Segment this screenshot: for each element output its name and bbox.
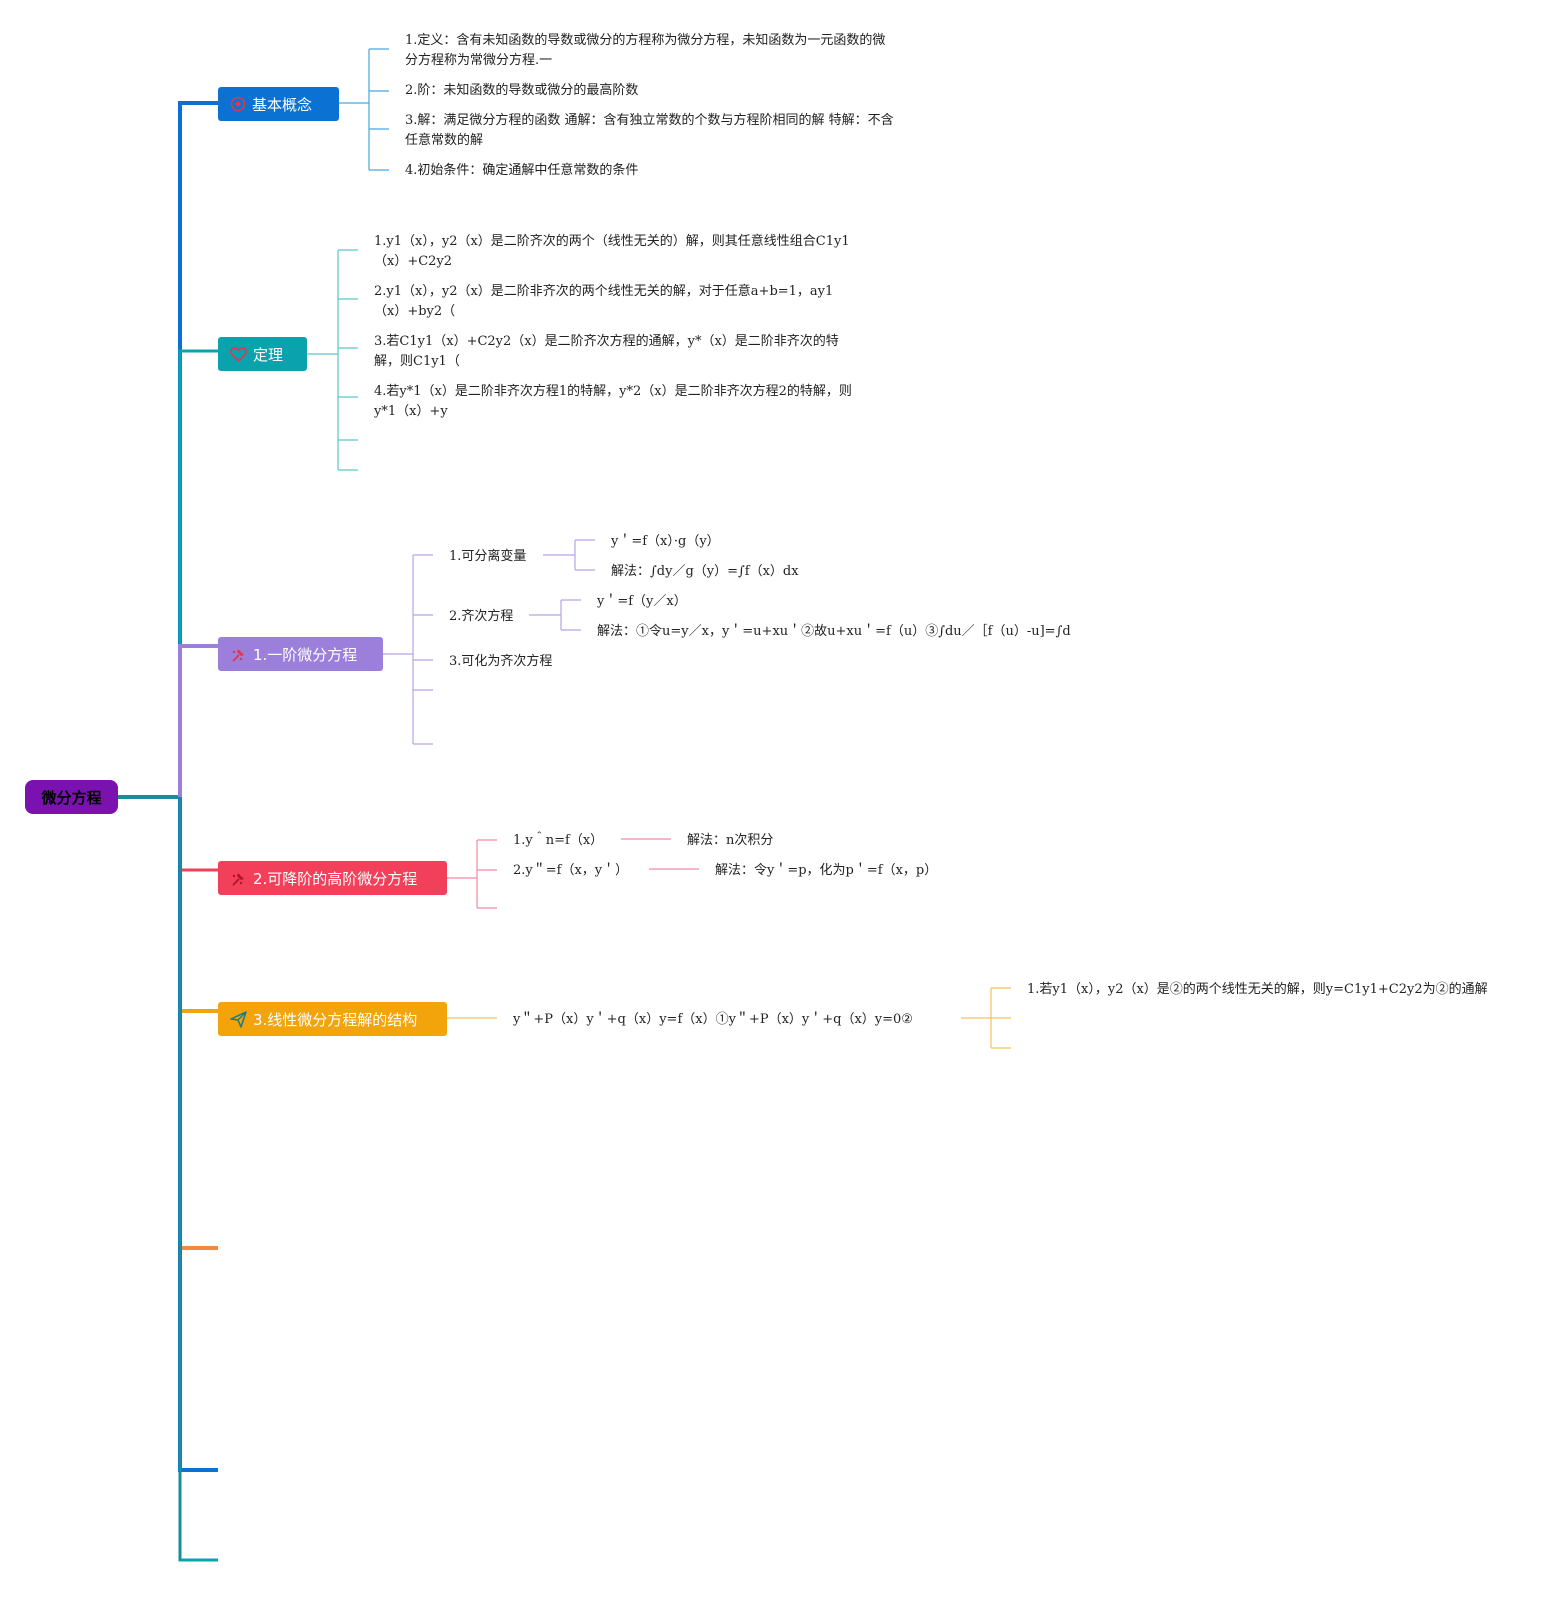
branch-label: 基本概念 bbox=[252, 95, 313, 114]
leaf-basic-2[interactable]: 2.阶：未知函数的导数或微分的最高阶数 bbox=[405, 83, 639, 98]
leaf-nth-solution[interactable]: 解法：n次积分 bbox=[687, 833, 774, 848]
trunk-empty-2 bbox=[178, 797, 218, 1472]
pin-icon bbox=[232, 648, 244, 662]
trunk-basic bbox=[178, 101, 218, 797]
subtopic-nth-derivative[interactable]: 1.y＾n=f（x） bbox=[513, 833, 604, 848]
subtopic-second-order[interactable]: 2.y＂=f（x，y＇） bbox=[513, 863, 629, 878]
leaf-theorem-2[interactable]: 2.y1（x），y2（x）是二阶非齐次的两个线性无关的解，对于任意a+b=1，a… bbox=[374, 284, 834, 319]
subtopic-linear-equations[interactable]: y＂+P（x）y＇+q（x）y=f（x）①y＂+P（x）y＇+q（x）y=0② bbox=[513, 1012, 913, 1027]
trunk-empty-1 bbox=[178, 797, 218, 1250]
branch-label: 3.线性微分方程解的结构 bbox=[253, 1010, 418, 1029]
leaf-homogeneous-1[interactable]: y＇=f（y／x） bbox=[597, 594, 687, 609]
leaf-homogeneous-2[interactable]: 解法：①令u=y／x，y＇=u+xu＇②故u+xu＇=f（u）③∫du／［f（u… bbox=[597, 624, 1071, 639]
send-icon bbox=[230, 1010, 247, 1028]
bracket-reducible bbox=[447, 838, 699, 909]
bracket-first-order bbox=[383, 539, 595, 745]
branch-label: 定理 bbox=[253, 345, 284, 364]
leaf-linear-general-solution[interactable]: 1.若y1（x），y2（x）是②的两个线性无关的解，则y=C1y1+C2y2为②… bbox=[1027, 982, 1488, 997]
trunk-reducible bbox=[178, 797, 218, 872]
leaf-theorem-1[interactable]: 1.y1（x），y2（x）是二阶齐次的两个（线性无关的）解，则其任意线性组合C1… bbox=[374, 234, 850, 269]
subtopic-separable[interactable]: 1.可分离变量 bbox=[449, 549, 527, 564]
branch-reducible-order[interactable]: 2.可降阶的高阶微分方程 bbox=[218, 861, 447, 895]
branch-first-order[interactable]: 1.一阶微分方程 bbox=[218, 637, 383, 671]
target-icon bbox=[230, 96, 246, 112]
branch-theorem[interactable]: 定理 bbox=[218, 337, 307, 371]
bracket-linear bbox=[447, 987, 1011, 1049]
trunk-theorem bbox=[178, 349, 218, 797]
branch-label: 2.可降阶的高阶微分方程 bbox=[253, 869, 418, 888]
subtopic-reducible-homogeneous[interactable]: 3.可化为齐次方程 bbox=[449, 654, 553, 669]
leaf-theorem-3[interactable]: 3.若C1y1（x）+C2y2（x）是二阶齐次方程的通解，y*（x）是二阶非齐次… bbox=[374, 334, 839, 369]
leaf-second-order-solution[interactable]: 解法：令y＇=p，化为p＇=f（x，p） bbox=[715, 863, 938, 878]
branch-label: 1.一阶微分方程 bbox=[253, 645, 358, 664]
root-node[interactable]: 微分方程 bbox=[25, 780, 118, 814]
trunk-empty-3 bbox=[178, 797, 218, 1562]
bracket-basic bbox=[339, 48, 389, 171]
trunk-linear bbox=[178, 797, 218, 1013]
pin-icon bbox=[232, 872, 244, 886]
trunk-first-order bbox=[178, 644, 218, 797]
branch-basic-concepts[interactable]: 基本概念 bbox=[218, 87, 339, 121]
leaf-basic-3[interactable]: 3.解：满足微分方程的函数 通解：含有独立常数的个数与方程阶相同的解 特解：不含… bbox=[405, 113, 894, 148]
branch-linear-structure[interactable]: 3.线性微分方程解的结构 bbox=[218, 1002, 447, 1036]
leaf-separable-2[interactable]: 解法：∫dy／g（y）=∫f（x）dx bbox=[611, 564, 799, 579]
leaf-basic-4[interactable]: 4.初始条件：确定通解中任意常数的条件 bbox=[405, 163, 639, 178]
leaf-theorem-4[interactable]: 4.若y*1（x）是二阶非齐次方程1的特解，y*2（x）是二阶非齐次方程2的特解… bbox=[374, 384, 852, 419]
root-label: 微分方程 bbox=[41, 788, 102, 807]
leaf-basic-1[interactable]: 1.定义：含有未知函数的导数或微分的方程称为微分方程，未知函数为一元函数的微分方… bbox=[405, 33, 886, 68]
bracket-theorem bbox=[307, 249, 358, 471]
heart-icon bbox=[230, 346, 247, 362]
leaf-separable-1[interactable]: y＇=f（x）·g（y） bbox=[611, 534, 720, 549]
subtopic-homogeneous[interactable]: 2.齐次方程 bbox=[449, 609, 514, 624]
